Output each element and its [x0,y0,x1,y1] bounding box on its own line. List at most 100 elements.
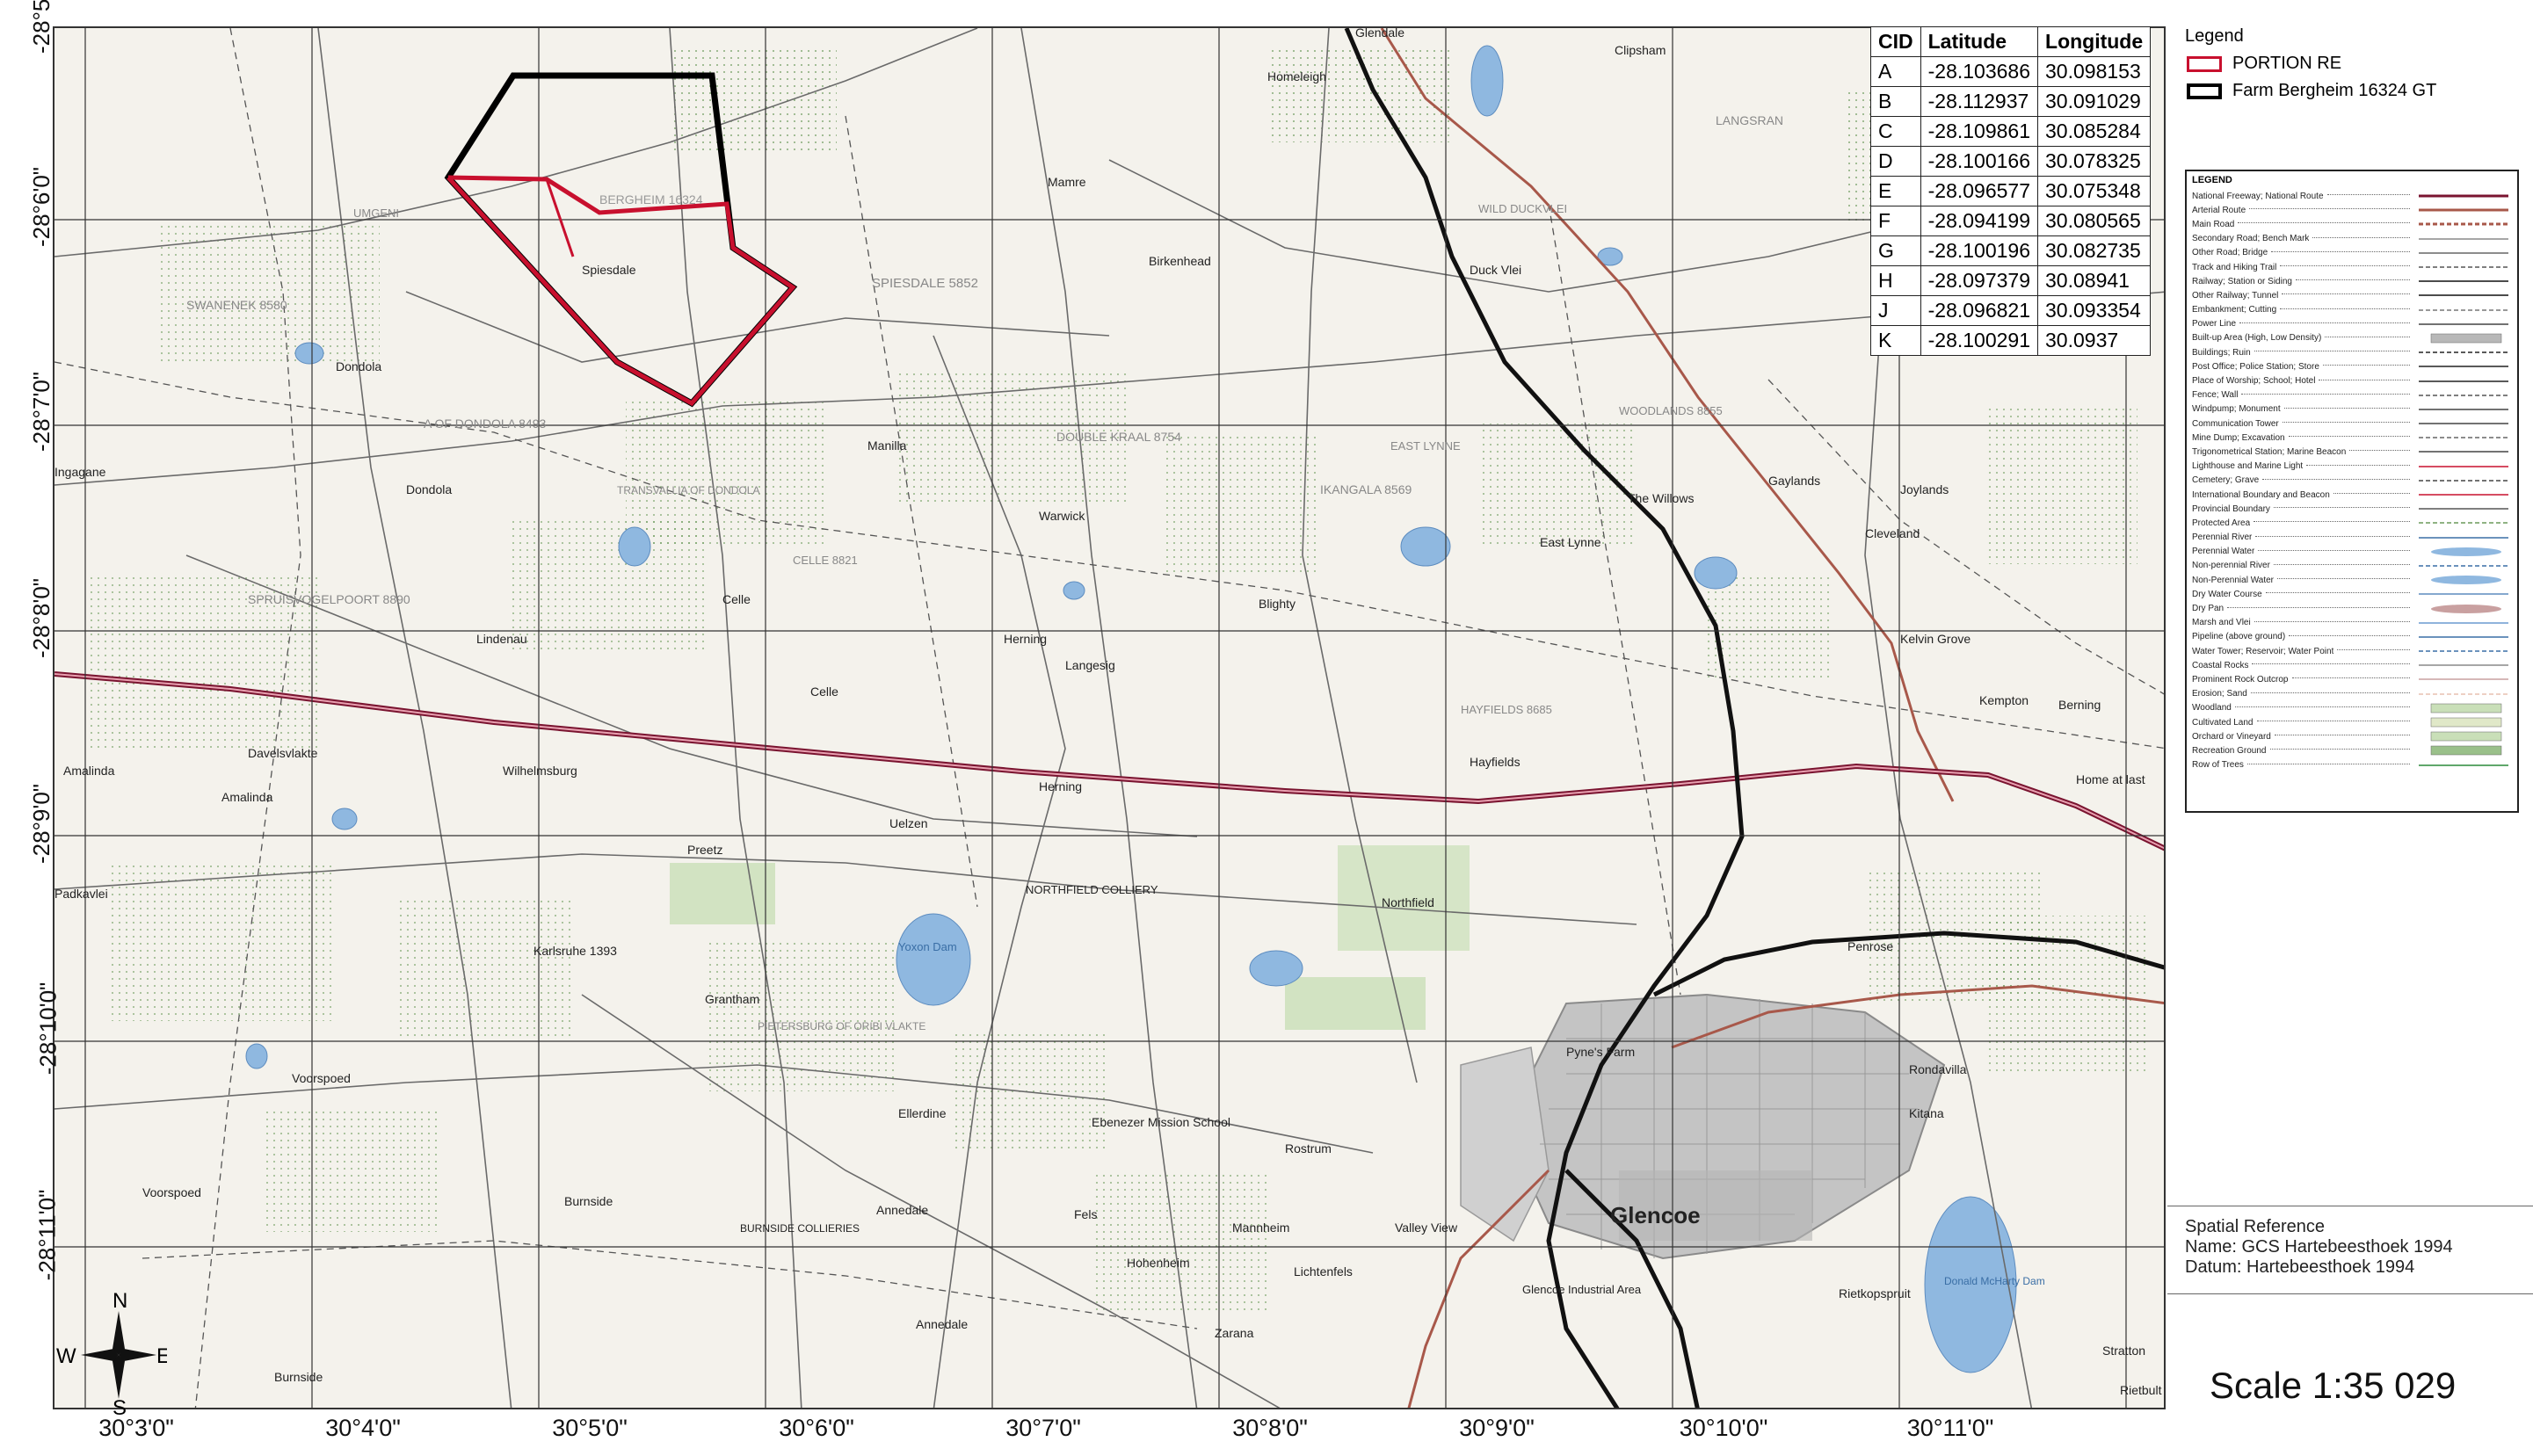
label-burnside: Burnside [564,1194,613,1208]
label-rostrum: Rostrum [1285,1141,1332,1155]
topo-legend-leader [2282,293,2410,295]
topo-legend-label: Erosion; Sand [2192,689,2247,699]
label-celle: Celle [722,592,751,606]
label-spiesdale: Spiesdale [582,263,636,277]
topo-legend-label: Dry Water Course [2192,589,2262,599]
longitude-cell: 30.08941 [2037,265,2152,296]
label-hohenheim: Hohenheim [1127,1256,1190,1270]
label-dondola: Dondola [336,359,381,373]
topo-legend-symbol-icon [2419,252,2508,254]
topo-legend-row: Other Road; Bridge [2187,246,2517,260]
lon-label-4: 30°7'0" [1005,1415,1081,1441]
topo-legend-label: Secondary Road; Bench Mark [2192,234,2310,244]
label-rietkopspruit: Rietkopspruit [1839,1286,1911,1300]
topo-legend-label: Railway; Station or Siding [2192,276,2292,286]
farm-bergheim-swatch [2187,83,2222,99]
topo-legend-leader [2262,478,2410,480]
scale-panel: Scale 1:35 029 [2167,1293,2533,1410]
topo-legend-symbol-icon [2430,731,2502,742]
topo-legend-leader [2280,308,2410,309]
lon-label-7: 30°10'0" [1679,1415,1768,1441]
topo-legend-row: Perennial Water [2187,545,2517,559]
topographic-map[interactable]: Glencoe Glencoe Industrial Area Spiesdal… [54,28,2166,1409]
topo-legend-leader [2271,250,2410,252]
lon-label-2: 30°5'0" [552,1415,628,1441]
topo-legend-symbol-icon [2419,437,2508,439]
topo-legend-label: Water Tower; Reservoir; Water Point [2192,646,2334,656]
topo-legend-leader [2254,620,2410,622]
topo-legend-row: Row of Trees [2187,758,2517,772]
label-ingagane: Ingagane [54,465,106,479]
topo-legend-row: Lighthouse and Marine Light [2187,460,2517,474]
topo-legend-label: Other Railway; Tunnel [2192,290,2279,301]
topo-legend-leader [2273,563,2410,565]
topo-legend-label: Main Road [2192,219,2235,229]
label-double-kraal: DOUBLE KRAAL 8754 [1056,430,1181,444]
north-arrow-icon: N S W E [56,1292,167,1415]
topo-legend-leader [2333,492,2410,495]
topo-legend-leader [2255,535,2410,537]
label-glendale: Glendale [1355,28,1404,40]
topo-legend-row: Non-Perennial Water [2187,573,2517,587]
topo-legend-row: Cemetery; Grave [2187,474,2517,488]
topo-legend-leader [2227,606,2410,608]
label-rietbult: Rietbult [2120,1383,2162,1397]
label-industrial: Glencoe Industrial Area [1522,1283,1642,1296]
label-amalinda: Amalinda [63,764,115,778]
column-header-longitude: Longitude [2037,26,2152,57]
topo-legend-row: Orchard or Vineyard [2187,729,2517,743]
legend-title: Legend [2185,26,2244,46]
label-ebenezer: Ebenezer Mission School [1092,1115,1230,1129]
topo-legend-label: Cultivated Land [2192,717,2254,728]
label-davelsvlakte: Davelsvlakte [248,746,318,760]
topo-legend-leader [2265,591,2410,594]
topo-legend-row: Dry Pan [2187,601,2517,615]
legend-item-label: Farm Bergheim 16324 GT [2232,81,2437,100]
topo-legend-label: Row of Trees [2192,760,2244,771]
map-frame[interactable]: Dannhauser Local Municipality, KwaZulu-N… [53,26,2166,1409]
longitude-cell: 30.078325 [2037,146,2152,177]
compass-s: S [112,1396,127,1415]
spatial-reference-datum: Datum: Hartebeesthoek 1994 [2185,1257,2415,1277]
topo-legend-symbol-icon [2419,380,2508,382]
topo-legend-symbol-icon [2431,604,2501,613]
topo-legend-row: International Boundary and Beacon [2187,488,2517,502]
cid-cell: J [1870,295,1921,326]
label-pietersburg: PIETERSBURG OF ORIBI VLAKTE [758,1020,925,1032]
topo-legend-row: Prominent Rock Outcrop [2187,672,2517,686]
topo-legend-row: Perennial River [2187,531,2517,545]
spatial-reference-name: Name: GCS Hartebeesthoek 1994 [2185,1237,2453,1257]
topo-legend-leader [2254,520,2410,523]
label-lichtenfels: Lichtenfels [1294,1264,1353,1279]
topo-legend-symbol-icon [2419,266,2508,268]
topo-legend-row: Erosion; Sand [2187,687,2517,701]
topo-legend-symbol-icon [2419,650,2508,652]
topo-legend-row: Power Line [2187,317,2517,331]
topo-legend-label: Power Line [2192,319,2237,330]
label-gaylands: Gaylands [1768,474,1820,488]
topo-legend-row: Post Office; Police Station; Store [2187,359,2517,373]
label-penrose: Penrose [1847,939,1893,953]
topo-legend-leader [2280,264,2410,267]
topo-legend-leader [2337,648,2410,651]
topo-legend-label: Pipeline (above ground) [2192,632,2286,642]
topo-legend-symbol-icon [2431,547,2501,556]
topo-legend-symbol-icon [2431,576,2501,585]
longitude-cell: 30.0937 [2037,325,2152,356]
portion-re-outline[interactable] [446,175,796,407]
latitude-cell: -28.112937 [1920,86,2039,117]
topo-legend-row: Built-up Area (High, Low Density) [2187,331,2517,345]
topo-legend-symbol-icon [2419,465,2508,467]
topo-legend-label: Built-up Area (High, Low Density) [2192,333,2322,344]
topo-legend-leader [2291,677,2410,679]
label-zarana: Zarana [1215,1326,1254,1340]
topo-legend-symbol-icon [2419,692,2508,695]
legend-item-farm-bergheim: Farm Bergheim 16324 GT [2187,81,2521,101]
